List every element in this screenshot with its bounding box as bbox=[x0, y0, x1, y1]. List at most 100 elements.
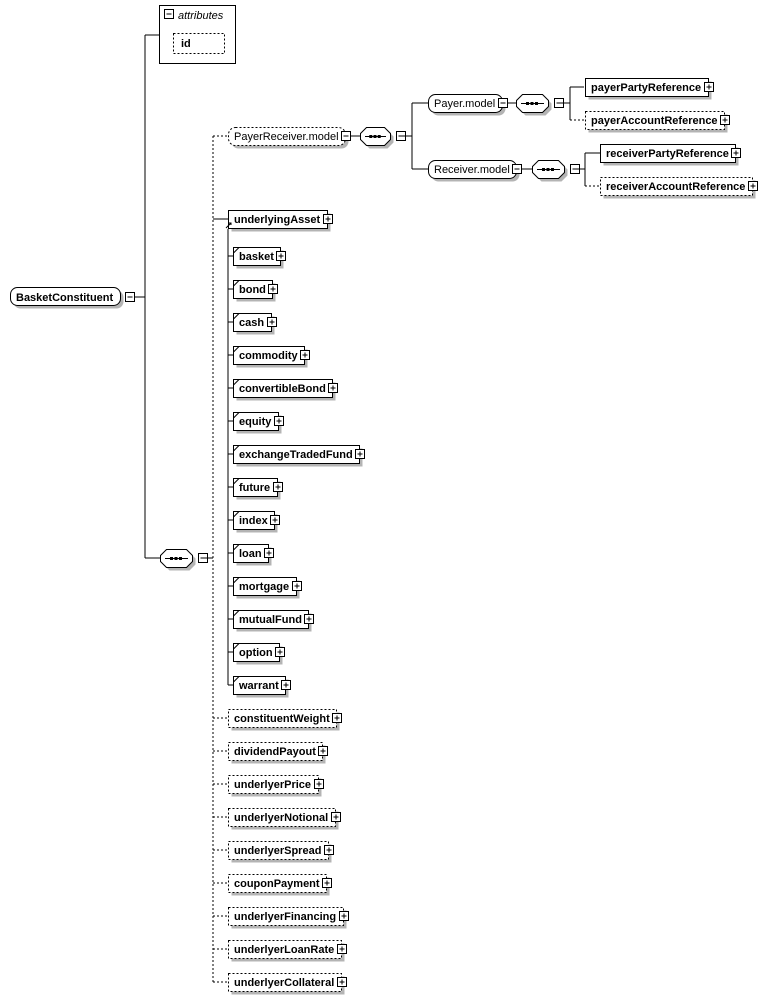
element-commodity-label: commodity bbox=[239, 350, 299, 362]
element-mutual-fund[interactable]: mutualFund bbox=[233, 610, 312, 632]
element-loan[interactable]: loan bbox=[233, 544, 272, 566]
element-convertible-bond-expand-icon[interactable] bbox=[328, 383, 338, 393]
element-underlying-asset-label: underlyingAsset bbox=[234, 214, 321, 226]
group-receiver-model-collapse-icon[interactable] bbox=[512, 164, 522, 174]
main-sequence[interactable] bbox=[160, 549, 196, 571]
element-basket-expand-icon[interactable] bbox=[276, 251, 286, 261]
root-element-basket-constituent[interactable]: BasketConstituent bbox=[10, 287, 124, 309]
element-underlyer-spread[interactable]: underlyerSpread bbox=[228, 841, 332, 863]
payer-sequence[interactable] bbox=[516, 94, 552, 116]
group-receiver-model[interactable]: Receiver.model bbox=[428, 160, 520, 182]
element-cash-label: cash bbox=[239, 317, 264, 329]
element-receiver-party-reference-expand-icon[interactable] bbox=[731, 148, 741, 158]
element-convertible-bond-label: convertibleBond bbox=[239, 383, 326, 395]
group-payer-model-label: Payer.model bbox=[434, 98, 495, 110]
element-equity[interactable]: equity bbox=[233, 412, 282, 434]
element-underlyer-financing-label: underlyerFinancing bbox=[234, 911, 336, 923]
group-payer-model-collapse-icon[interactable] bbox=[498, 98, 508, 108]
element-receiver-party-reference-label: receiverPartyReference bbox=[606, 148, 729, 160]
group-receiver-model-label: Receiver.model bbox=[434, 164, 510, 176]
element-underlyer-financing-expand-icon[interactable] bbox=[339, 911, 349, 921]
element-exchange-traded-fund-expand-icon[interactable] bbox=[355, 449, 365, 459]
attribute-id[interactable]: id bbox=[173, 33, 225, 54]
attributes-collapse-icon[interactable] bbox=[164, 9, 174, 19]
element-underlyer-price[interactable]: underlyerPrice bbox=[228, 775, 322, 797]
element-future[interactable]: future bbox=[233, 478, 281, 500]
element-payer-party-reference-expand-icon[interactable] bbox=[704, 82, 714, 92]
element-receiver-account-reference-expand-icon[interactable] bbox=[748, 181, 758, 191]
root-collapse-icon[interactable] bbox=[125, 292, 135, 302]
element-mortgage-label: mortgage bbox=[239, 581, 289, 593]
element-option[interactable]: option bbox=[233, 643, 283, 665]
element-payer-party-reference[interactable]: payerPartyReference bbox=[585, 78, 712, 100]
element-underlyer-price-expand-icon[interactable] bbox=[314, 779, 324, 789]
element-payer-account-reference[interactable]: payerAccountReference bbox=[585, 111, 728, 133]
element-cash[interactable]: cash bbox=[233, 313, 275, 335]
element-underlying-asset[interactable]: underlyingAsset bbox=[228, 210, 331, 232]
element-equity-expand-icon[interactable] bbox=[274, 416, 284, 426]
element-constituent-weight-label: constituentWeight bbox=[234, 713, 330, 725]
reference-arrow-icon bbox=[225, 222, 232, 229]
element-underlyer-spread-label: underlyerSpread bbox=[234, 845, 321, 857]
element-dividend-payout-label: dividendPayout bbox=[234, 746, 316, 758]
element-option-expand-icon[interactable] bbox=[275, 647, 285, 657]
element-index-expand-icon[interactable] bbox=[270, 515, 280, 525]
group-payer-receiver-model-collapse-icon[interactable] bbox=[341, 131, 351, 141]
element-mutual-fund-label: mutualFund bbox=[239, 614, 302, 626]
element-mortgage-expand-icon[interactable] bbox=[292, 581, 302, 591]
element-dividend-payout[interactable]: dividendPayout bbox=[228, 742, 326, 764]
element-payer-account-reference-expand-icon[interactable] bbox=[720, 115, 730, 125]
element-commodity-expand-icon[interactable] bbox=[300, 350, 310, 360]
element-warrant[interactable]: warrant bbox=[233, 676, 289, 698]
element-underlyer-collateral[interactable]: underlyerCollateral bbox=[228, 973, 345, 995]
element-underlyer-spread-expand-icon[interactable] bbox=[324, 845, 334, 855]
element-index-label: index bbox=[239, 515, 269, 527]
element-exchange-traded-fund[interactable]: exchangeTradedFund bbox=[233, 445, 363, 467]
element-bond-expand-icon[interactable] bbox=[268, 284, 278, 294]
element-underlyer-loan-rate-label: underlyerLoanRate bbox=[234, 944, 334, 956]
element-dividend-payout-expand-icon[interactable] bbox=[318, 746, 328, 756]
element-coupon-payment[interactable]: couponPayment bbox=[228, 874, 330, 896]
element-future-label: future bbox=[239, 482, 270, 494]
receiver-sequence[interactable] bbox=[532, 160, 568, 182]
element-bond-label: bond bbox=[239, 284, 266, 296]
element-convertible-bond[interactable]: convertibleBond bbox=[233, 379, 336, 401]
attribute-id-label: id bbox=[181, 38, 191, 50]
element-basket-label: basket bbox=[239, 251, 274, 263]
root-element-label: BasketConstituent bbox=[16, 292, 114, 304]
element-coupon-payment-expand-icon[interactable] bbox=[322, 878, 332, 888]
element-underlyer-price-label: underlyerPrice bbox=[234, 779, 311, 791]
element-underlyer-notional-expand-icon[interactable] bbox=[331, 812, 341, 822]
element-warrant-expand-icon[interactable] bbox=[281, 680, 291, 690]
group-payer-receiver-model[interactable]: PayerReceiver.model bbox=[228, 127, 349, 149]
element-loan-label: loan bbox=[239, 548, 262, 560]
payer-receiver-sequence[interactable] bbox=[360, 127, 394, 149]
element-underlyer-notional-label: underlyerNotional bbox=[234, 812, 328, 824]
element-underlying-asset-expand-icon[interactable] bbox=[323, 214, 333, 224]
element-loan-expand-icon[interactable] bbox=[264, 548, 274, 558]
element-receiver-account-reference[interactable]: receiverAccountReference bbox=[600, 177, 756, 199]
element-future-expand-icon[interactable] bbox=[273, 482, 283, 492]
element-receiver-account-reference-label: receiverAccountReference bbox=[606, 181, 745, 193]
element-underlyer-collateral-expand-icon[interactable] bbox=[337, 977, 347, 987]
element-mutual-fund-expand-icon[interactable] bbox=[304, 614, 314, 624]
element-basket[interactable]: basket bbox=[233, 247, 284, 269]
element-commodity[interactable]: commodity bbox=[233, 346, 308, 368]
element-constituent-weight-expand-icon[interactable] bbox=[332, 713, 342, 723]
element-receiver-party-reference[interactable]: receiverPartyReference bbox=[600, 144, 739, 166]
element-underlyer-loan-rate-expand-icon[interactable] bbox=[337, 944, 347, 954]
group-payer-model[interactable]: Payer.model bbox=[428, 94, 506, 116]
element-coupon-payment-label: couponPayment bbox=[234, 878, 320, 890]
attributes-title: attributes bbox=[178, 10, 224, 22]
element-index[interactable]: index bbox=[233, 511, 278, 533]
element-mortgage[interactable]: mortgage bbox=[233, 577, 300, 599]
element-underlyer-notional[interactable]: underlyerNotional bbox=[228, 808, 339, 830]
element-bond[interactable]: bond bbox=[233, 280, 276, 302]
element-exchange-traded-fund-label: exchangeTradedFund bbox=[239, 449, 353, 461]
element-underlyer-financing[interactable]: underlyerFinancing bbox=[228, 907, 347, 929]
element-equity-label: equity bbox=[239, 416, 272, 428]
element-underlyer-loan-rate[interactable]: underlyerLoanRate bbox=[228, 940, 345, 962]
element-cash-expand-icon[interactable] bbox=[267, 317, 277, 327]
element-constituent-weight[interactable]: constituentWeight bbox=[228, 709, 340, 731]
